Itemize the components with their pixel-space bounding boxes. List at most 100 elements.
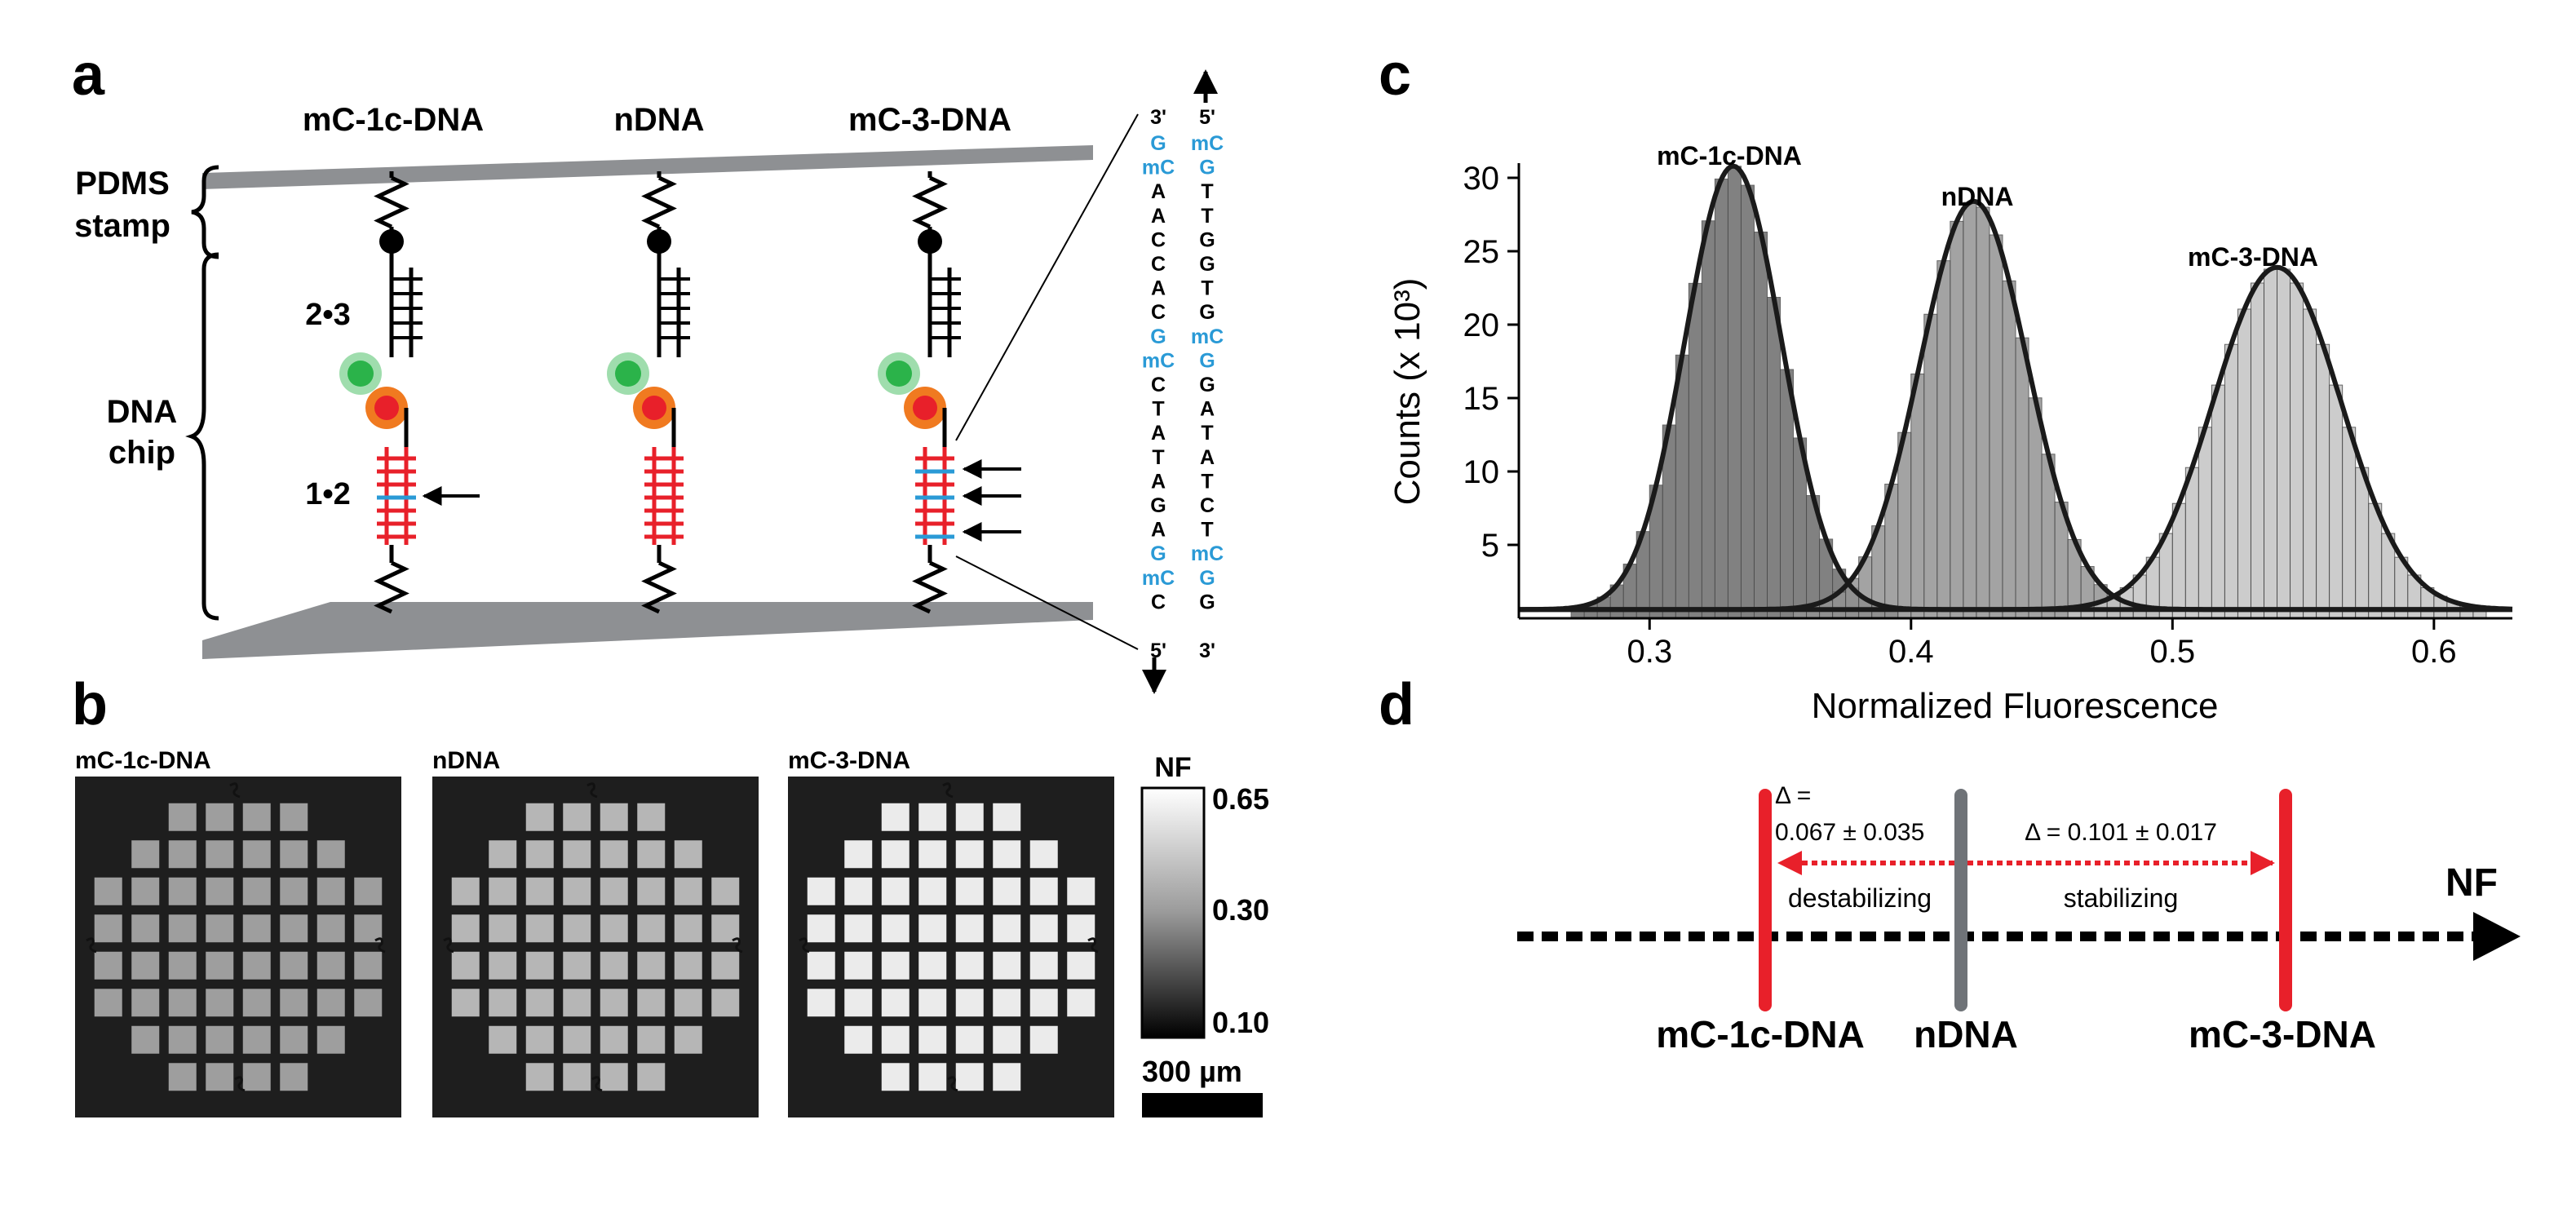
array-spot	[600, 951, 628, 980]
array-spot	[131, 877, 160, 905]
array-image	[75, 777, 401, 1117]
array-spot	[168, 840, 197, 869]
array-spot	[525, 951, 554, 980]
colorbar-tick-min: 0.10	[1212, 1006, 1269, 1039]
histogram-bar	[2290, 282, 2304, 619]
panel-letter-b: b	[72, 672, 108, 737]
fluorescence-images	[75, 777, 1114, 1117]
array-spot	[316, 989, 345, 1017]
array-spot	[563, 914, 591, 943]
delta-left-line1: Δ =	[1775, 782, 1811, 809]
marker-label-mc3: mC-3-DNA	[2189, 1013, 2376, 1055]
array-spot	[918, 914, 947, 943]
array-spot	[993, 1063, 1021, 1091]
colorbar-tick-max: 0.65	[1212, 782, 1269, 816]
array-spot	[844, 914, 873, 943]
histogram-bar	[1976, 206, 1990, 619]
linker-bottom	[374, 560, 409, 614]
array-spot	[918, 1063, 947, 1091]
linker-bottom	[912, 560, 948, 614]
orientation-mark	[799, 937, 810, 954]
array-spot	[807, 914, 835, 943]
marker-label-ndna: nDNA	[1914, 1013, 2018, 1055]
array-spot	[993, 877, 1021, 905]
array-spot	[955, 951, 984, 980]
array-spot	[711, 877, 740, 905]
seq-right-3prime: 3'	[1199, 639, 1215, 662]
fluorophore-red	[374, 396, 399, 420]
array-spot	[242, 1063, 271, 1091]
array-spot	[674, 914, 702, 943]
array-spot	[489, 914, 517, 943]
array-spot	[918, 840, 947, 869]
array-spot	[807, 951, 835, 980]
y-tick-label: 5	[1481, 528, 1499, 564]
array-spot	[993, 951, 1021, 980]
array-spot	[525, 1063, 554, 1091]
orientation-mark	[591, 1076, 603, 1092]
stabilizing-caption: stabilizing	[2064, 883, 2179, 913]
array-spot	[881, 1063, 910, 1091]
y-axis-label: Counts (x 10³)	[1388, 278, 1427, 506]
array-spot	[168, 877, 197, 905]
sequence-base: A	[1200, 446, 1215, 469]
linker-bottom	[641, 560, 677, 614]
x-tick-label: 0.3	[1627, 634, 1672, 670]
array-spot	[168, 803, 197, 831]
panel-a-title-ndna: nDNA	[613, 102, 704, 138]
sequence-base: mC	[1142, 349, 1175, 372]
orientation-mark	[443, 937, 454, 954]
array-spot	[131, 1025, 160, 1054]
histogram-bar	[1950, 220, 1964, 619]
array-spot	[242, 951, 271, 980]
array-spot	[993, 914, 1021, 943]
histogram-bar	[1727, 166, 1742, 619]
array-spot	[451, 914, 480, 943]
histogram-bar	[2342, 427, 2357, 619]
array-spot	[280, 914, 308, 943]
array-spot	[525, 1025, 554, 1054]
array-spot	[993, 840, 1021, 869]
array-spot	[881, 914, 910, 943]
sequence-base: mC	[1142, 157, 1175, 179]
array-spot	[993, 1025, 1021, 1054]
array-spot	[131, 914, 160, 943]
chip-brace	[185, 252, 219, 621]
nf-axis-label: NF	[2445, 861, 2498, 905]
sequence-base: T	[1201, 205, 1213, 228]
x-tick-label: 0.6	[2411, 634, 2457, 670]
chip-label: chip	[108, 435, 175, 471]
array-spot	[206, 914, 234, 943]
array-spot	[168, 989, 197, 1017]
array-spot	[674, 1025, 702, 1054]
x-tick-label: 0.4	[1888, 634, 1934, 670]
array-spot	[881, 1025, 910, 1054]
array-spot	[525, 914, 554, 943]
histogram-bar	[1963, 201, 1977, 619]
array-spot	[168, 914, 197, 943]
array-spot	[94, 877, 122, 905]
peak-label-mc3: mC-3-DNA	[2188, 242, 2318, 272]
array-spot	[451, 951, 480, 980]
array-spot	[711, 951, 740, 980]
panel-b-title-mc3: mC-3-DNA	[788, 747, 910, 774]
nf-axis-arrowhead	[2473, 912, 2521, 961]
scalebar	[1142, 1093, 1263, 1117]
array-spot	[206, 877, 234, 905]
array-spot	[600, 877, 628, 905]
histogram-bar	[2277, 268, 2291, 619]
panel-letter-c: c	[1379, 42, 1411, 108]
sequence-base: G	[1199, 567, 1215, 590]
dna-chip-plate	[202, 602, 1093, 659]
array-spot	[451, 877, 480, 905]
array-spot	[955, 1063, 984, 1091]
array-spot	[280, 1063, 308, 1091]
sequence-base: A	[1151, 470, 1166, 493]
scalebar-label: 300 µm	[1142, 1055, 1242, 1088]
orientation-mark	[947, 1076, 958, 1092]
array-spot	[242, 989, 271, 1017]
seq-left-5prime: 5'	[1150, 639, 1166, 662]
histogram-bar	[1989, 234, 2003, 619]
array-spot	[807, 989, 835, 1017]
sequence-base: G	[1199, 157, 1215, 179]
